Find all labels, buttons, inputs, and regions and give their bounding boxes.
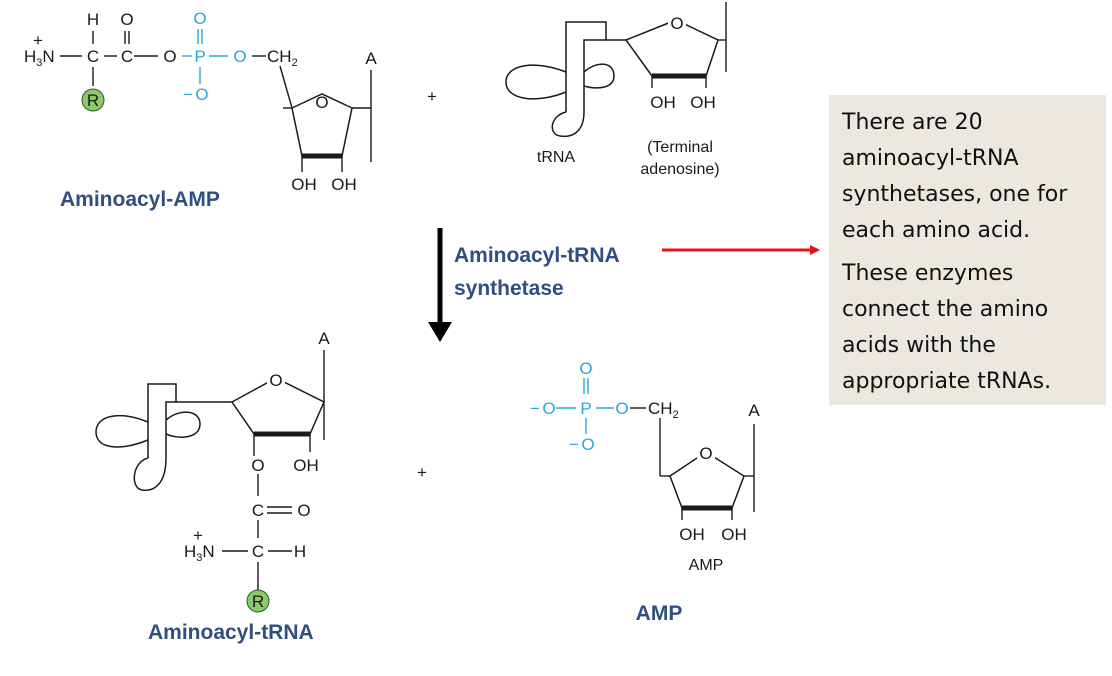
phosphate-minus-charge: − [183, 85, 193, 104]
terminal-label-line2: adenosine) [640, 161, 719, 178]
ring-oxygen-label: O [315, 93, 328, 112]
carbonyl-oxygen-label: O [120, 10, 133, 29]
note-paragraph-1: There are 20 aminoacyl-tRNA synthetases,… [842, 110, 1068, 243]
note-paragraph-2: These enzymes connect the amino acids wi… [842, 261, 1052, 394]
phosphorus-label: P [194, 47, 205, 66]
methylene-label: CH2 [267, 47, 298, 69]
r-group-circle [81, 88, 105, 112]
aminoacyl-trna-caption: Aminoacyl-tRNA [148, 621, 314, 644]
aminoacyl-amp-caption: Aminoacyl-AMP [60, 188, 220, 211]
phosphate-oxygen-top: O [579, 359, 592, 378]
phosphate-oxygen-link: O [233, 47, 246, 66]
alpha-carbon-label: C [87, 47, 99, 66]
amp-structure: O − O P O − O CH2 A O OH OH AMP [530, 359, 760, 574]
trna-cloverleaf [505, 21, 626, 138]
methylene-label: CH2 [648, 399, 679, 421]
trna-structure: O OH OH tRNA (Terminal adenosine) [505, 2, 727, 178]
hydrogen-label: H [294, 542, 306, 561]
ester-oxygen-label: O [251, 456, 264, 475]
hydrogen-label: H [87, 10, 99, 29]
adenine-label: A [318, 329, 330, 348]
phosphate-oxygen-bottom: O [581, 435, 594, 454]
trna-cloverleaf [95, 383, 232, 492]
phosphate-minus-charge-2: − [569, 435, 579, 454]
reaction-arrow [428, 228, 452, 342]
aminoacyl-amp-structure: H O + H3N C C O O P O − O CH2 A O R OH O… [24, 9, 377, 194]
trna-hydroxyl-1: OH [650, 93, 676, 112]
hydroxyl-label-2: OH [721, 525, 747, 544]
phosphate-minus-charge-1: − [530, 399, 540, 418]
ring-oxygen-label: O [269, 371, 282, 390]
plus-sign-top: + [427, 87, 437, 106]
ammonium-label: H3N [24, 47, 55, 69]
trna-label: tRNA [537, 149, 576, 166]
carbonyl-carbon-label: C [121, 47, 133, 66]
plus-sign-bottom: + [417, 463, 427, 482]
adenine-label: A [365, 49, 377, 68]
explanation-note: There are 20 aminoacyl-tRNA synthetases,… [829, 95, 1106, 405]
ester-oxygen-label: O [163, 47, 176, 66]
phosphate-oxygen-right: O [615, 399, 628, 418]
aminoacyl-amp-ribose-ring [283, 93, 371, 172]
enzyme-label-line1: Aminoacyl-tRNA [454, 244, 620, 267]
hydroxyl-label: OH [293, 456, 319, 475]
ammonium-charge: + [193, 526, 203, 545]
hydroxyl-label-1: OH [679, 525, 705, 544]
amp-structure-label: AMP [689, 557, 724, 574]
ring-oxygen-label: O [699, 444, 712, 463]
phosphorus-label: P [580, 399, 591, 418]
amp-caption: AMP [636, 602, 683, 625]
r-group-label: R [252, 592, 264, 611]
hydroxyl-label-1: OH [291, 175, 317, 194]
enzyme-label-line2: synthetase [454, 277, 564, 300]
phosphate-oxygen-bottom: O [195, 85, 208, 104]
adenine-label: A [748, 401, 760, 420]
r-group-circle [246, 589, 270, 613]
trna-ring-oxygen: O [670, 14, 683, 33]
terminal-label-line1: (Terminal [647, 139, 713, 156]
trna-hydroxyl-2: OH [690, 93, 716, 112]
aminoacyl-trna-structure: O A O OH C O + H3N C H R [95, 329, 330, 613]
carbonyl-oxygen-label: O [297, 501, 310, 520]
phosphate-oxygen-left: O [542, 399, 555, 418]
hydroxyl-label-2: OH [331, 175, 357, 194]
ammonium-charge: + [33, 31, 43, 50]
r-group-label: R [87, 91, 99, 110]
phosphate-oxygen-top: O [193, 9, 206, 28]
alpha-carbon-label: C [252, 542, 264, 561]
ammonium-label: H3N [184, 542, 215, 564]
carbonyl-carbon-label: C [252, 501, 264, 520]
